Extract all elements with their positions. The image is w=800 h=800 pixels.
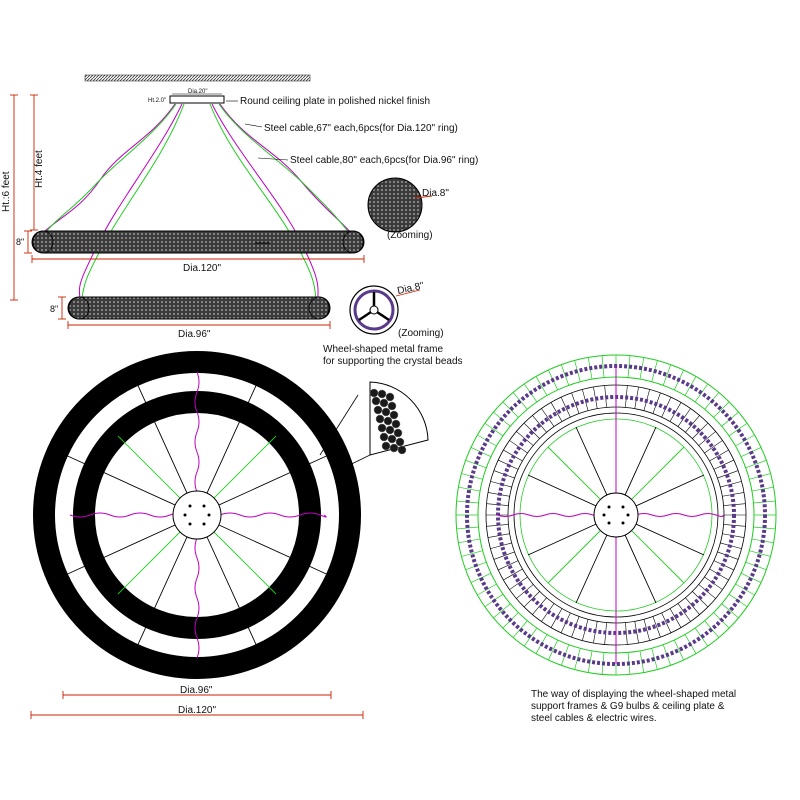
inner-bulb-tick — [487, 533, 510, 538]
outer-bulb-tick — [523, 627, 538, 647]
ring-96-thickness: 8" — [50, 304, 58, 314]
outer-bulb-tick — [458, 486, 481, 492]
inner-bulb-tick — [498, 560, 519, 571]
outer-bulb-tick — [651, 648, 658, 670]
ceiling-plate-dia-label: Dia.20" — [188, 89, 207, 95]
cable-note-96: Steel cable,80" each,6pcs(for Dia.96" ri… — [290, 155, 478, 166]
inner-bulb-tick — [509, 576, 528, 590]
inner-bulb-tick — [692, 422, 709, 439]
ceiling-hatch — [84, 74, 311, 82]
outer-bulb-tick — [587, 650, 593, 673]
plan-dim-120: Dia.120" — [178, 705, 216, 716]
ceiling-plate-height-label: Ht.2.0" — [148, 98, 166, 104]
outer-bulb-tick — [535, 376, 548, 396]
inner-bulb-tick — [550, 402, 563, 422]
wiring-caption-line3: steel cables & electric wires. — [531, 713, 657, 724]
outer-bulb-tick — [751, 486, 774, 492]
ring-120-dia-label: Dia.120" — [183, 263, 221, 274]
outer-bulb-tick — [721, 603, 739, 619]
ring-96-plan — [73, 391, 321, 639]
inner-bulb-tick — [516, 584, 534, 599]
inner-bulb-tick — [560, 397, 571, 418]
inner-bulb-tick — [634, 621, 639, 644]
outer-bulb-tick — [477, 583, 497, 596]
ring-96-side — [67, 296, 331, 320]
outer-bulb-tick — [465, 459, 487, 469]
outer-bulb-tick — [749, 550, 771, 557]
inner-bulb-tick — [661, 612, 672, 633]
outer-bulb-tick — [684, 376, 697, 396]
inner-bulb-tick — [503, 568, 523, 581]
zoom-frame-detail: Dia.8" (Zooming) — [349, 280, 444, 339]
wiring-caption-line1: The way of displaying the wheel-shaped m… — [531, 689, 736, 700]
inner-bulb-tick — [717, 470, 739, 479]
plan-view: Dia.96" Dia.120" — [30, 351, 429, 719]
zoom-bottom-dia: Dia.8" — [396, 280, 425, 296]
outer-bulb-tick — [627, 355, 631, 378]
zoom-mesh-detail: Dia.8" (Zooming) — [367, 177, 449, 241]
outer-bulb-tick — [601, 355, 605, 378]
inner-bulb-tick — [713, 459, 734, 470]
outer-bulb-tick — [502, 401, 519, 418]
inner-bulb-tick — [523, 422, 540, 439]
side-dimensions — [10, 94, 365, 329]
cable-note-120: Steel cable,67" each,6pcs(for Dia.120" r… — [264, 123, 458, 134]
plan-dim-96: Dia.96" — [180, 685, 213, 696]
inner-bulb-tick — [541, 408, 555, 427]
inner-bulb-tick — [704, 440, 723, 454]
zoom-top-label: (Zooming) — [387, 230, 433, 241]
plan-dimensions — [30, 691, 364, 719]
wiring-ceiling-plate — [593, 492, 639, 538]
outer-bulb-tick — [560, 364, 570, 386]
frame-note-line2: for supporting the crystal beads — [323, 356, 463, 367]
outer-bulb-tick — [484, 422, 504, 437]
inner-bulb-tick — [698, 431, 716, 446]
outer-bulb-tick — [548, 639, 558, 661]
zoom-bottom-label: (Zooming) — [398, 328, 444, 339]
ring-120-side — [31, 230, 365, 254]
inner-bulb-tick — [532, 415, 547, 433]
plan-spokes — [60, 378, 334, 652]
frame-note-line1: Wheel-shaped metal frame — [323, 344, 443, 355]
wiring-outer-ring-a — [455, 354, 777, 676]
inner-bulb-tick — [709, 449, 729, 462]
wiring-caption-line2: support frames & G9 bulbs & ceiling plat… — [531, 701, 725, 712]
outer-bulb-tick — [461, 550, 483, 557]
height-6ft-label: Ht.:6 feet — [1, 171, 12, 212]
outer-bulb-tick — [493, 603, 511, 619]
inner-bulb-tick — [669, 608, 682, 628]
height-4ft-label: Ht.4 feet — [34, 150, 45, 188]
outer-bulb-tick — [745, 459, 767, 469]
ring-120-plan — [33, 351, 361, 679]
ring-120-thickness: 8" — [16, 237, 24, 247]
bead-zoom-detail — [319, 381, 429, 474]
side-elevation: Dia.20" Ht.2.0" Round ceiling plate in p… — [1, 74, 478, 367]
inner-bulb-tick — [571, 392, 580, 414]
outer-bulb-tick — [704, 620, 720, 638]
ceiling-plate-note: Round ceiling plate in polished nickel f… — [240, 96, 430, 107]
inner-bulb-tick — [685, 415, 700, 433]
outer-bulb-tick — [456, 526, 479, 530]
zoom-top-dia: Dia.8" — [422, 188, 449, 199]
outer-bulb-tick — [674, 639, 684, 661]
inner-bulb-tick — [493, 551, 515, 560]
outer-bulb-tick — [662, 364, 672, 386]
inner-bulb-tick — [643, 619, 650, 641]
inner-bulb-tick — [652, 616, 661, 638]
cables-120 — [41, 103, 353, 235]
inner-bulb-tick — [677, 603, 691, 622]
ring-96-dia-label: Dia.96" — [178, 329, 211, 340]
wiring-view: The way of displaying the wheel-shaped m… — [455, 354, 777, 724]
outer-bulb-tick — [753, 526, 776, 530]
inner-bulb-tick — [490, 542, 512, 549]
inner-bulb-tick — [625, 622, 628, 645]
plan-wires — [69, 371, 327, 659]
outer-bulb-tick — [713, 401, 730, 418]
outer-bulb-tick — [728, 422, 748, 437]
ceiling-plate — [169, 95, 225, 104]
plan-ceiling-plate — [172, 490, 222, 540]
outer-bulb-tick — [735, 583, 755, 596]
inner-bulb-tick — [582, 389, 589, 411]
